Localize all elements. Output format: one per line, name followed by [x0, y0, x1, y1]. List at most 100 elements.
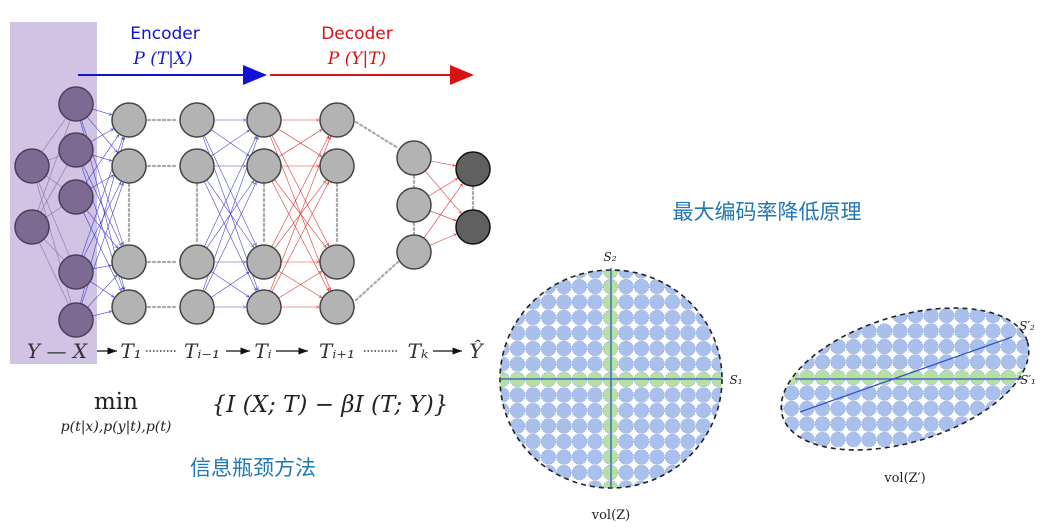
- packing-dot: [540, 464, 557, 481]
- packing-dot: [680, 340, 696, 357]
- packing-dot: [664, 309, 681, 326]
- packing-dot: [618, 402, 634, 419]
- network-edge: [204, 182, 256, 292]
- mcr-title: 最大编码率降低原理: [673, 200, 862, 224]
- packing-dot: [954, 323, 970, 339]
- packing-dot: [556, 309, 572, 326]
- network-edge: [429, 234, 457, 246]
- packing-dot: [540, 325, 557, 341]
- network-edge: [430, 160, 456, 166]
- packing-dot: [664, 464, 681, 481]
- packing-dot: [633, 464, 650, 481]
- network-node: [455, 151, 491, 187]
- packing-dot: [602, 480, 619, 488]
- packing-dot: [525, 325, 541, 341]
- packing-dot: [587, 480, 603, 488]
- packing-dot: [907, 369, 924, 386]
- packing-dot: [861, 416, 877, 432]
- packing-dot: [618, 387, 634, 403]
- packing-dot: [540, 387, 557, 403]
- packing-dot: [938, 369, 955, 386]
- packing-dot: [1016, 354, 1032, 370]
- packing-dot: [664, 356, 681, 372]
- packing-dot: [618, 309, 634, 326]
- packing-dot: [500, 356, 510, 372]
- packing-dot: [845, 431, 862, 448]
- network-node: [246, 244, 282, 280]
- network-node: [58, 132, 94, 168]
- packing-dot: [649, 340, 665, 357]
- packing-dot: [618, 356, 634, 372]
- packing-dot: [938, 307, 955, 324]
- packing-dot: [571, 309, 588, 326]
- packing-dot: [556, 449, 572, 465]
- packing-dot: [556, 387, 572, 403]
- packing-dot: [680, 325, 696, 341]
- packing-dot: [587, 340, 603, 357]
- network-node: [319, 148, 355, 184]
- packing-dot: [969, 354, 986, 370]
- network-edge: [83, 182, 122, 257]
- packing-dot: [845, 369, 862, 386]
- packing-dot: [664, 340, 681, 357]
- packing-dot: [783, 385, 800, 401]
- ellipse-s2-label: S′₂: [1019, 319, 1035, 333]
- packing-dot: [830, 354, 846, 370]
- packing-dot: [618, 464, 634, 481]
- packing-dot: [892, 338, 908, 355]
- network-edge: [45, 175, 62, 187]
- packing-dot: [845, 354, 862, 370]
- packing-dot: [540, 418, 557, 434]
- packing-dot: [814, 416, 831, 432]
- packing-dot: [969, 400, 986, 417]
- network-node: [111, 148, 147, 184]
- network-edge: [90, 281, 114, 297]
- chain-y-x: Y — X: [27, 339, 88, 363]
- sphere-s1-label: S₁: [729, 373, 742, 387]
- packing-dot: [830, 400, 846, 417]
- packing-dot: [1000, 385, 1017, 401]
- packing-dot: [876, 400, 893, 417]
- network-node: [396, 234, 432, 270]
- packing-dot: [830, 338, 846, 355]
- packing-dot: [649, 418, 665, 434]
- decoder-label: Decoder: [321, 24, 393, 44]
- network-node: [58, 179, 94, 215]
- packing-dot: [985, 369, 1001, 386]
- packing-dot: [587, 294, 603, 310]
- packing-dot: [985, 354, 1001, 370]
- chain-ti: Tᵢ: [254, 339, 271, 363]
- packing-dot: [633, 270, 650, 279]
- packing-dot: [876, 431, 893, 448]
- network-edge: [278, 270, 321, 298]
- packing-dot: [571, 418, 588, 434]
- packing-dot: [509, 402, 526, 419]
- packing-dot: [845, 416, 862, 432]
- packing-dot: [861, 400, 877, 417]
- packing-dot: [509, 418, 526, 434]
- network-edge: [37, 120, 71, 212]
- sphere-vol-label: vol(Z): [591, 508, 631, 523]
- packing-dot: [587, 449, 603, 465]
- ellipse-vol-label: vol(Z′): [883, 471, 925, 486]
- packing-dot: [649, 402, 665, 419]
- network-edge: [278, 128, 321, 156]
- packing-dot: [876, 338, 893, 355]
- packing-dot: [556, 356, 572, 372]
- encoder-label: Encoder: [130, 24, 200, 44]
- packing-dot: [540, 356, 557, 372]
- packing-dot: [845, 400, 862, 417]
- packing-dot: [618, 325, 634, 341]
- packing-dot: [907, 385, 924, 401]
- network-node: [14, 148, 50, 184]
- packing-dot: [556, 402, 572, 419]
- packing-dot: [633, 449, 650, 465]
- packing-dot: [618, 480, 634, 488]
- packing-dot: [525, 402, 541, 419]
- packing-dot: [587, 278, 603, 295]
- packing-dot: [556, 325, 572, 341]
- packing-dot: [556, 294, 572, 310]
- network-edge: [278, 271, 321, 299]
- packing-dot: [799, 369, 815, 386]
